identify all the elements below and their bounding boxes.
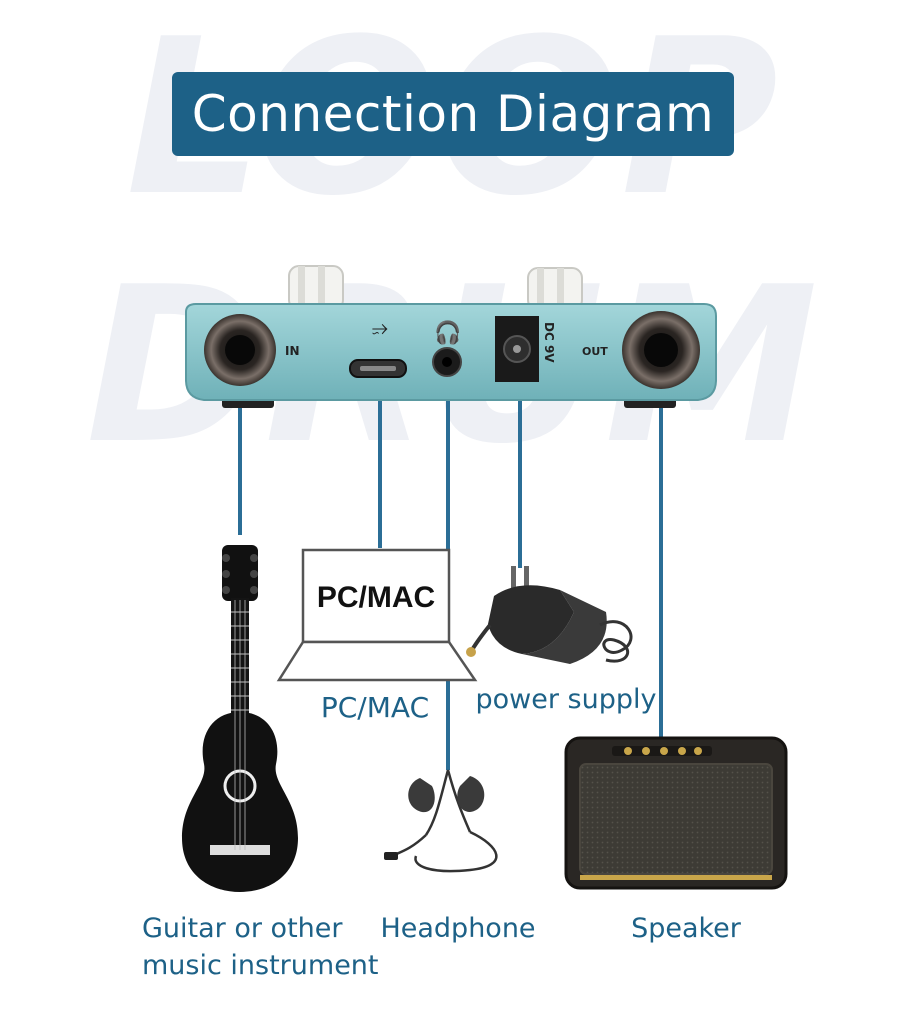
page-title: Connection Diagram (191, 85, 715, 143)
laptop-screen-text: PC/MAC (317, 581, 435, 614)
speaker-icon (564, 736, 788, 890)
power-adapter-icon (466, 566, 633, 664)
guitar-icon (182, 545, 298, 892)
headphone-label: Headphone (380, 913, 535, 944)
power-supply-label: power supply (476, 684, 657, 715)
guitar-label-line1: Guitar or other (142, 913, 343, 944)
jack-in-label: IN (285, 344, 300, 358)
pedal: IN ⭌ 🎧 DC 9V OUT (185, 265, 717, 408)
headphone-jack-icon: 🎧 (434, 320, 461, 346)
laptop-screen (301, 548, 451, 644)
headphone-icon (384, 769, 498, 873)
dc-label: DC 9V (542, 322, 556, 363)
laptop-icon: PC/MAC (276, 548, 478, 682)
jack-out-label: OUT (582, 345, 608, 358)
guitar-label-line2: music instrument (142, 950, 379, 981)
title-banner: Connection Diagram (172, 72, 734, 156)
laptop-base (276, 640, 478, 682)
speaker-label: Speaker (631, 913, 742, 944)
pc-mac-label: PC/MAC (321, 691, 429, 724)
usb-icon: ⭌ (372, 315, 388, 339)
